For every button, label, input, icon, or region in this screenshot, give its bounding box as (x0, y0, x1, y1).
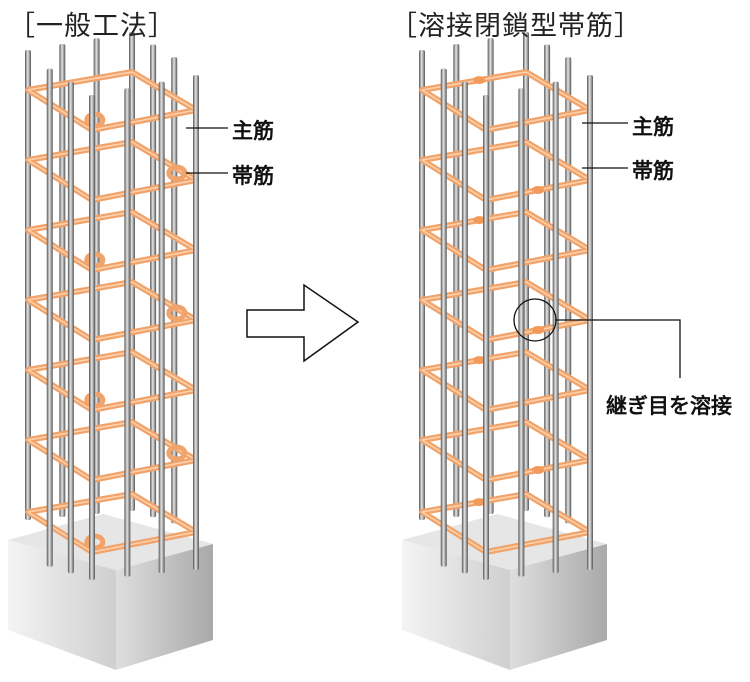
right-main-rebar (518, 88, 525, 577)
right-weld-bead (473, 498, 486, 507)
left-hoop-highlight (27, 211, 197, 271)
right-main-rebar (419, 50, 425, 520)
left-hoop (25, 349, 199, 413)
right-weld-bead (532, 466, 544, 474)
left-panel-title: ［一般工法］ (8, 11, 176, 42)
right-arrow-icon (246, 283, 360, 363)
right-hoop-highlight (421, 141, 591, 201)
right-main-rebar (453, 44, 460, 518)
left-hook-loop (166, 444, 188, 462)
right-column (402, 32, 607, 670)
right-main-rebar (552, 81, 559, 574)
left-main-rebar (193, 75, 199, 570)
right-main-rebar (565, 57, 572, 524)
left-main-rebar (59, 44, 66, 518)
left-main-rebar (171, 57, 178, 524)
right-hoop (419, 209, 593, 273)
right-main-rebar (461, 81, 468, 574)
left-hook-loop (166, 164, 188, 182)
left-label-hoop: 帯筋 (232, 164, 274, 188)
left-hoop-highlight (27, 351, 197, 411)
right-hoop (419, 69, 593, 133)
right-main-rebar (440, 68, 447, 567)
right-panel-title: ［溶接閉鎖型帯筋］ (390, 11, 642, 42)
right-hoop-highlight (421, 421, 591, 481)
right-hoop (419, 279, 593, 343)
left-label-main-bar: 主筋 (232, 119, 274, 143)
right-main-rebar (487, 38, 494, 515)
right-hoop (419, 139, 593, 203)
right-weld-bead (532, 186, 544, 194)
left-column (8, 32, 213, 670)
left-hoop (25, 69, 199, 133)
left-base-right-face (116, 544, 213, 670)
right-hoop-highlight (421, 211, 591, 271)
right-main-rebar (587, 75, 593, 570)
left-main-rebar (124, 88, 131, 577)
right-hoop-highlight (421, 71, 591, 131)
left-main-rebar (67, 81, 74, 574)
right-weld-bead (532, 326, 544, 334)
left-main-rebar (25, 50, 31, 520)
right-hoop-highlight (421, 351, 591, 411)
left-main-rebar (129, 32, 135, 511)
right-base-right-face (510, 544, 607, 670)
right-weld-bead (473, 76, 486, 85)
right-hoop-highlight (421, 281, 591, 341)
left-main-rebar (89, 95, 95, 580)
right-main-rebar (523, 32, 529, 511)
right-label-hoop: 帯筋 (632, 159, 674, 183)
weld-callout-leader (555, 319, 681, 378)
left-hoop-highlight (27, 71, 197, 131)
weld-callout-label: 継ぎ目を溶接 (606, 394, 732, 418)
left-main-rebar (158, 81, 165, 574)
left-main-rebar (46, 68, 53, 567)
right-hoop (419, 349, 593, 413)
right-hoop (419, 419, 593, 483)
right-main-rebar (483, 95, 489, 580)
right-label-main-bar: 主筋 (632, 115, 674, 139)
right-weld-bead (473, 356, 486, 365)
right-weld-bead (473, 216, 486, 225)
left-hook-loop (166, 304, 188, 322)
left-hoop (25, 209, 199, 273)
